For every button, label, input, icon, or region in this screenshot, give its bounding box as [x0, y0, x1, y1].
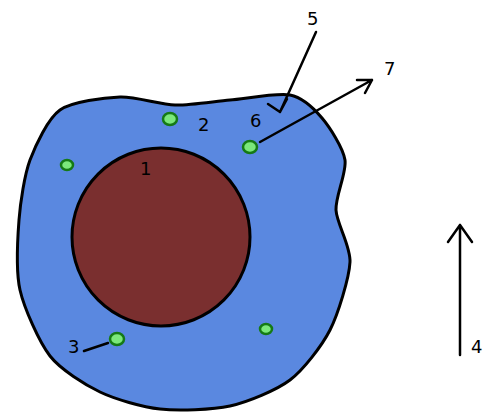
leader-line [84, 343, 108, 351]
callout-number: 3 [68, 338, 79, 356]
callout-number: 7 [384, 60, 395, 78]
callout-number: 6 [250, 112, 261, 130]
callout-number: 5 [307, 10, 318, 28]
callout-number: 4 [471, 338, 482, 356]
organelle [260, 324, 272, 334]
nucleus-shape [70, 146, 252, 328]
cytoplasm: 21 [10, 88, 360, 416]
callout-number: 2 [198, 116, 209, 134]
nucleus-outline [72, 148, 250, 326]
organelle [163, 113, 177, 125]
organelle [243, 141, 257, 153]
arrow-in [268, 32, 316, 112]
organelle [61, 160, 73, 170]
direction-arrow [448, 225, 472, 355]
organelle [110, 333, 124, 345]
arrow-out [260, 80, 372, 142]
cell-outline [17, 94, 350, 409]
callout-number: 1 [140, 160, 151, 178]
nucleus: 1 [70, 146, 252, 328]
